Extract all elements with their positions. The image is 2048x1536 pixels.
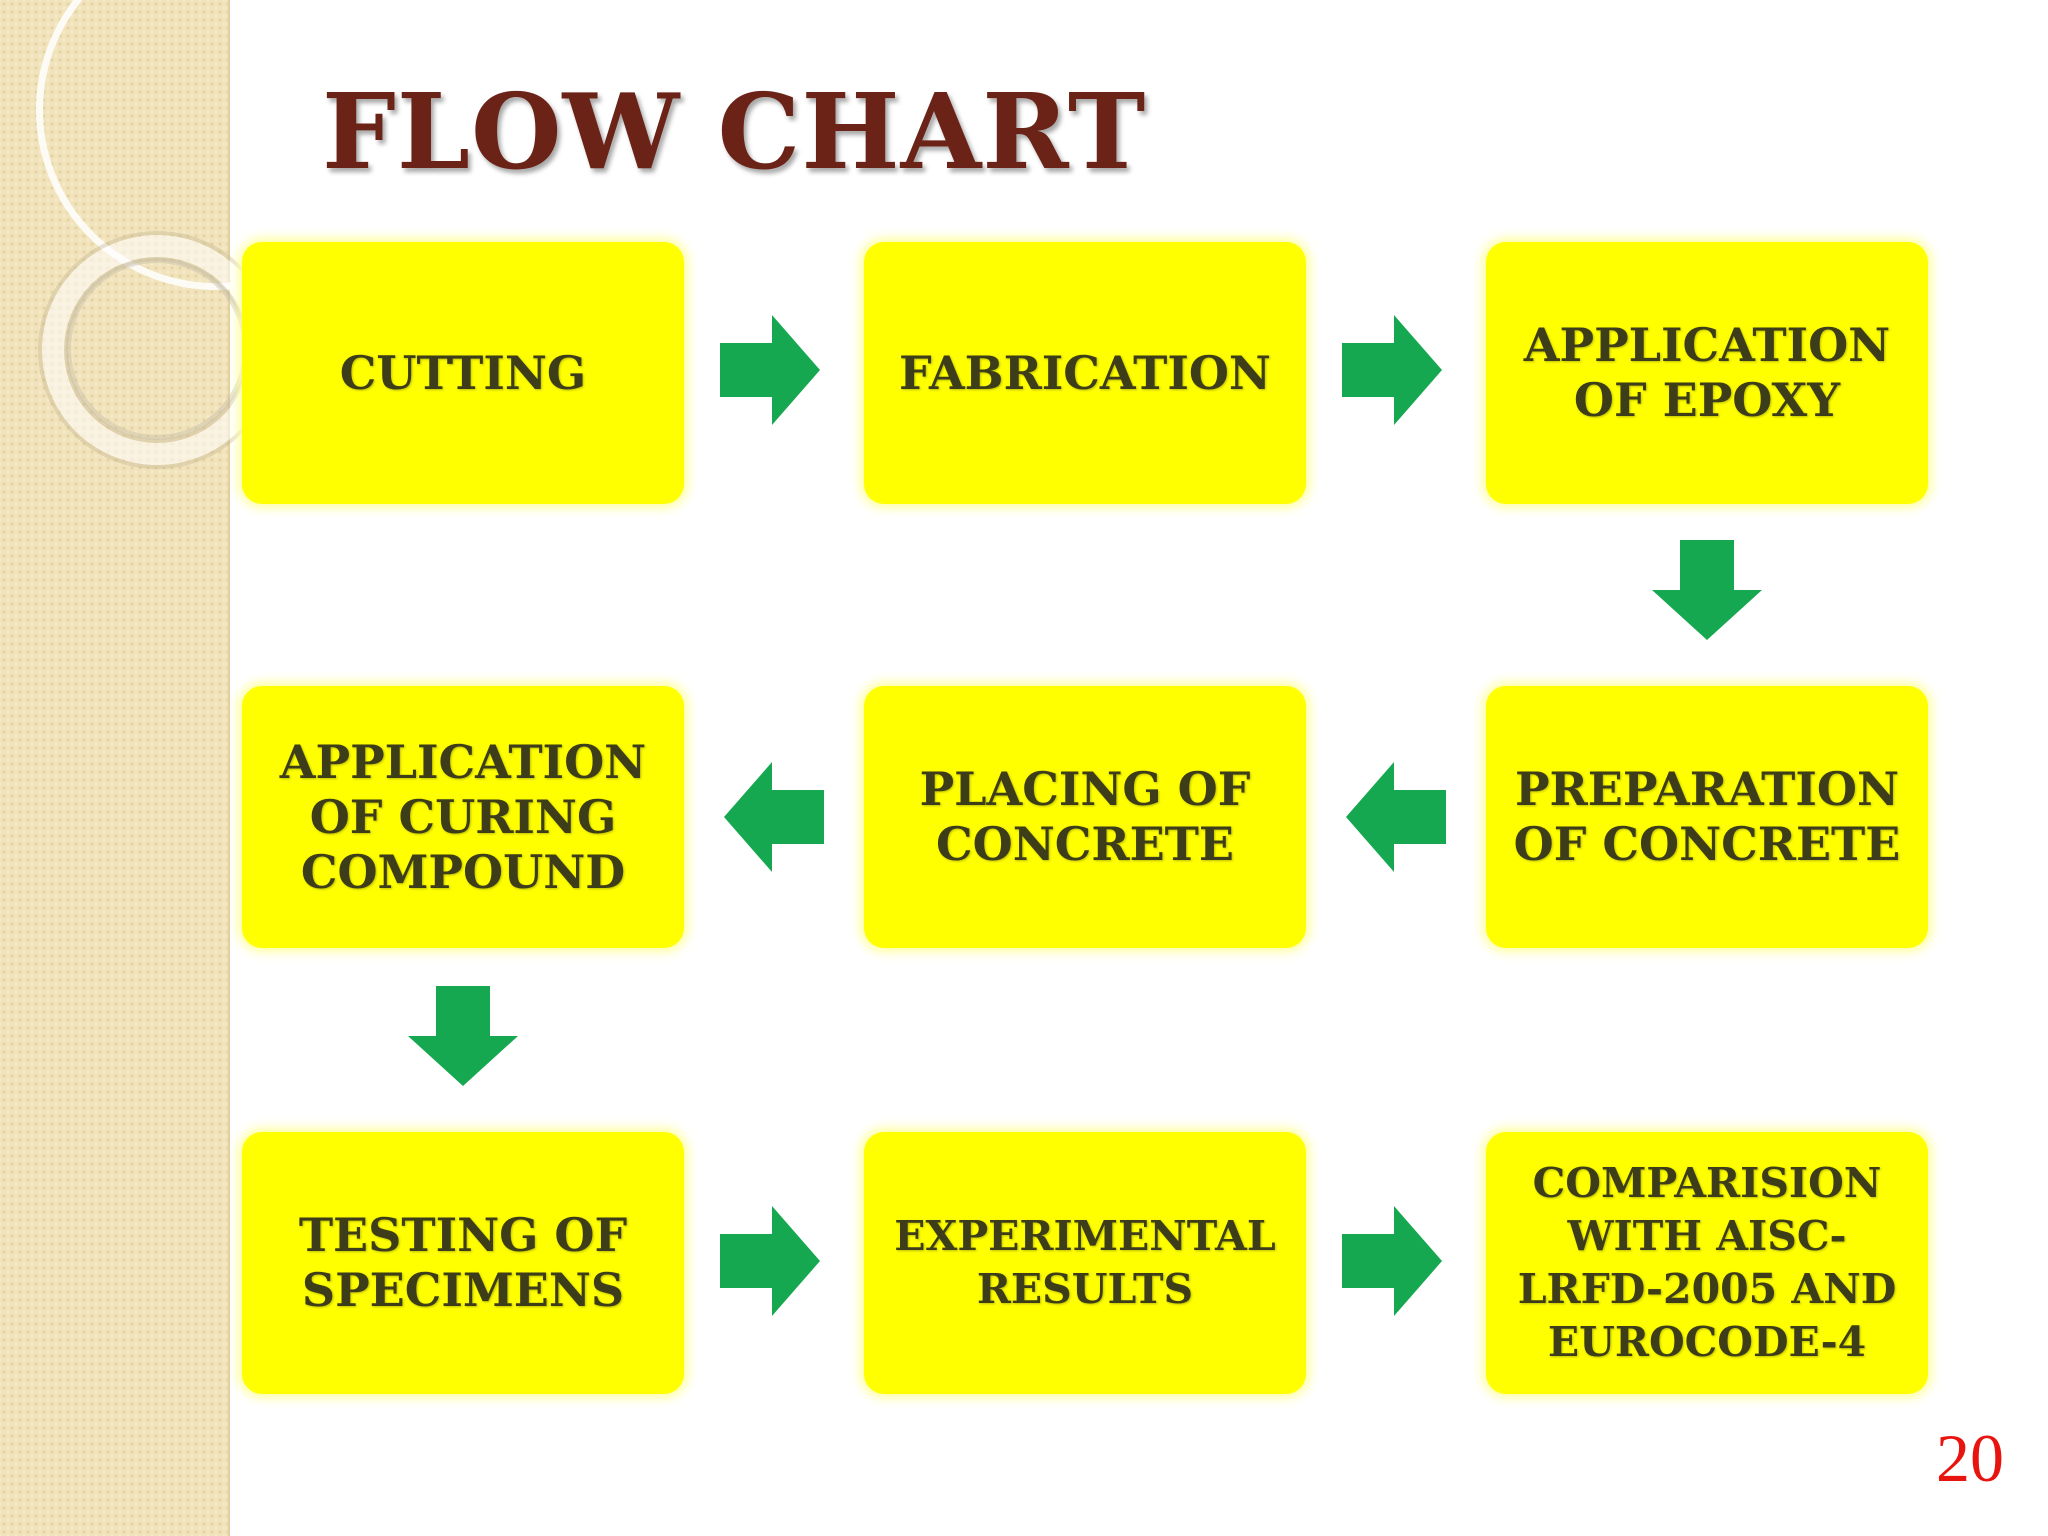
flow-step-application-of-curing-compound: APPLICATION OF CURING COMPOUND (242, 686, 684, 948)
flow-step-label: PREPARATION OF CONCRETE (1513, 762, 1901, 871)
flow-step-label: CUTTING (339, 345, 587, 400)
arrow-down-icon (408, 986, 518, 1086)
flow-step-application-of-epoxy: APPLICATION OF EPOXY (1486, 242, 1928, 504)
flow-step-label: PLACING OF CONCRETE (919, 762, 1251, 871)
arrow-right-icon (1342, 315, 1442, 425)
flow-step-label: COMPARISION WITH AISC- LRFD-2005 AND EUR… (1517, 1159, 1897, 1366)
arrow-right-icon (1342, 1206, 1442, 1316)
flow-step-placing-of-concrete: PLACING OF CONCRETE (864, 686, 1306, 948)
flow-step-fabrication: FABRICATION (864, 242, 1306, 504)
flow-step-label: EXPERIMENTAL RESULTS (894, 1212, 1276, 1313)
arrow-down-icon (1652, 540, 1762, 640)
flow-step-preparation-of-concrete: PREPARATION OF CONCRETE (1486, 686, 1928, 948)
flow-step-label: FABRICATION (899, 345, 1271, 400)
arrow-left-icon (724, 762, 824, 872)
flow-step-experimental-results: EXPERIMENTAL RESULTS (864, 1132, 1306, 1394)
arrow-right-icon (720, 315, 820, 425)
flow-step-cutting: CUTTING (242, 242, 684, 504)
page-number: 20 (1936, 1420, 2004, 1496)
flow-step-testing-of-specimens: TESTING OF SPECIMENS (242, 1132, 684, 1394)
arrow-left-icon (1346, 762, 1446, 872)
decorative-side-strip (0, 0, 230, 1536)
flow-step-label: APPLICATION OF EPOXY (1523, 318, 1891, 427)
flow-step-label: TESTING OF SPECIMENS (298, 1208, 628, 1317)
flow-step-comparision-with-codes: COMPARISION WITH AISC- LRFD-2005 AND EUR… (1486, 1132, 1928, 1394)
flow-step-label: APPLICATION OF CURING COMPOUND (279, 734, 647, 899)
slide-title: FLOW CHART (322, 70, 1147, 193)
arrow-right-icon (720, 1206, 820, 1316)
